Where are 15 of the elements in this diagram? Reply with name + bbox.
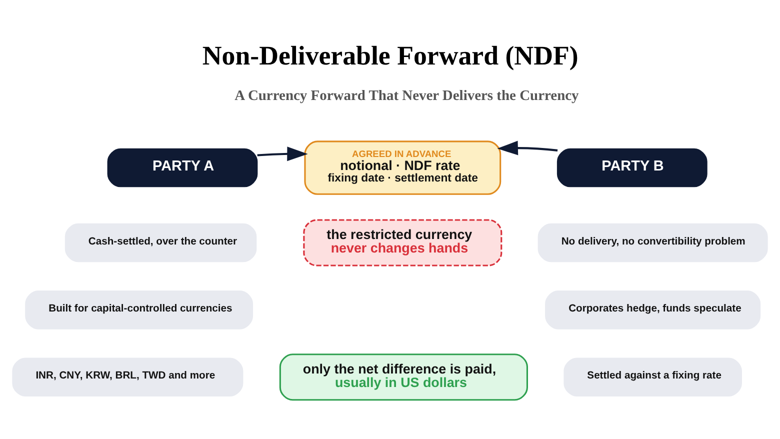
arrow xyxy=(257,146,308,161)
arrow xyxy=(497,140,558,155)
node-box: the restricted currency never changes hands xyxy=(303,218,502,266)
node-box: Settled against a fixing rate xyxy=(564,357,742,396)
node-box: PARTY B xyxy=(556,148,708,187)
node-box: INR, CNY, KRW, BRL, TWD and more xyxy=(12,357,244,396)
label: A Currency Forward That Never Delivers the Currency xyxy=(234,87,579,104)
node-box: Built for capital-controlled currencies xyxy=(25,290,254,329)
node-box: No delivery, no convertibility problem xyxy=(538,222,768,262)
node-box: Corporates hedge, funds speculate xyxy=(545,290,761,329)
node-box: AGREED IN ADVANCE notional · NDF rate fixing date · settlement date xyxy=(304,140,502,194)
diagram-title: Non-Deliverable Forward (NDF) xyxy=(202,40,578,70)
node-box: PARTY A xyxy=(107,148,258,187)
node-box: Cash-settled, over the counter xyxy=(64,222,257,262)
node-box: only the net difference is paid, usually in US dollars xyxy=(279,353,528,400)
